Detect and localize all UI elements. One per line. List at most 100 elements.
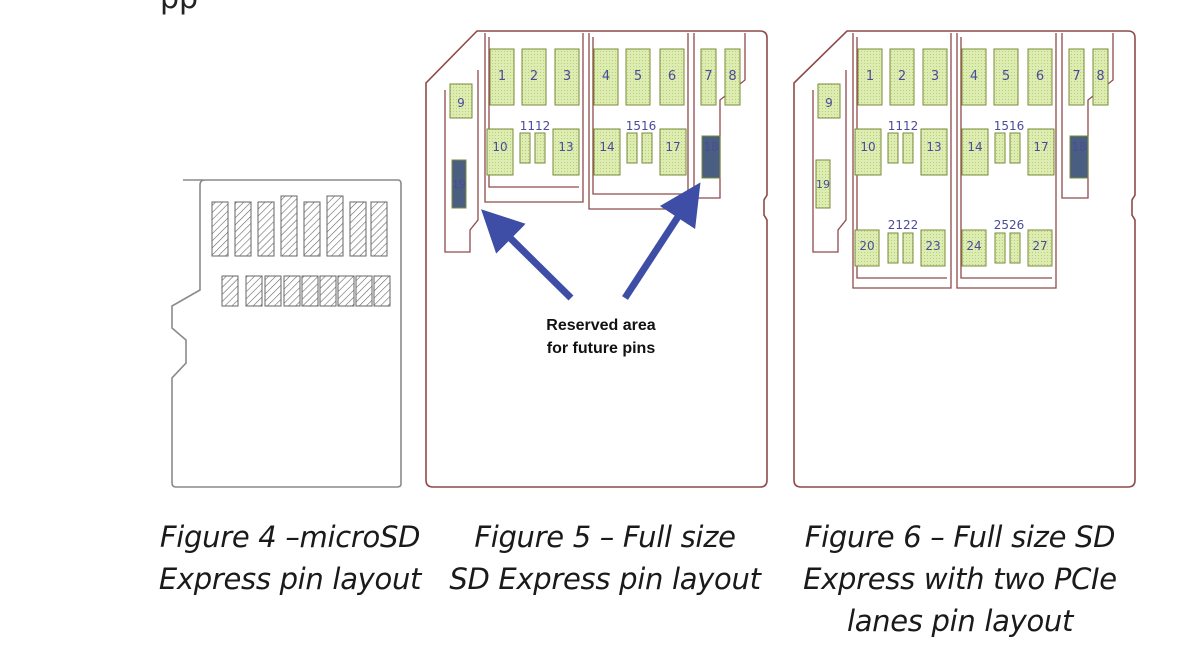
pin-contact xyxy=(451,159,467,209)
pin-number-label: 9 xyxy=(825,96,833,110)
contact-well-outline xyxy=(588,33,689,210)
pin-contact xyxy=(887,232,899,264)
pin-contact xyxy=(817,83,841,119)
pin-number-label: 14 xyxy=(967,140,982,154)
pin-number-label: 4 xyxy=(970,69,978,84)
pin-number-label: 23 xyxy=(925,239,940,253)
reserved-area-label-line2: for future pins xyxy=(547,340,656,357)
pin-number-label: 9 xyxy=(457,96,465,110)
contact-well-outline xyxy=(488,37,579,188)
microsd-bottom-pin xyxy=(337,275,355,307)
contact-well-outline xyxy=(812,70,847,253)
pin-contact xyxy=(489,48,515,106)
pin-number-label: 4 xyxy=(602,69,610,84)
pin-contact xyxy=(1027,48,1053,106)
pin-contact xyxy=(625,48,651,106)
microsd-bottom-pin xyxy=(245,275,263,307)
pin-number-label: 18 xyxy=(703,140,718,154)
contact-well-outline xyxy=(852,33,952,289)
microsd-top-pin xyxy=(303,201,321,257)
microsd-bottom-pin xyxy=(301,275,319,307)
pin-contact xyxy=(519,132,531,164)
microsd-bottom-pin xyxy=(283,275,301,307)
pin-contact xyxy=(902,232,914,264)
pin-contact xyxy=(552,128,580,176)
pin-number-label: 1 xyxy=(498,69,506,84)
pin-number-label: 2 xyxy=(530,69,538,84)
pin-number-label: 3 xyxy=(563,69,571,84)
pin-contact xyxy=(626,132,638,164)
pin-contact xyxy=(961,229,987,267)
pin-contact xyxy=(521,48,547,106)
pin-number-label: 5 xyxy=(634,69,642,84)
sd-express-contact-wells xyxy=(444,33,746,253)
microsd-bottom-pin xyxy=(373,275,391,307)
figure5-caption-line1: Figure 5 – Full size xyxy=(474,520,736,554)
pin-number-label: 1112 xyxy=(888,119,919,133)
pin-contact xyxy=(700,48,717,106)
pin-contact xyxy=(902,132,914,164)
microsd-bottom-pin xyxy=(221,275,239,307)
pin-number-label: 24 xyxy=(966,239,981,253)
pin-number-label: 1516 xyxy=(626,119,657,133)
pin-contact xyxy=(1068,48,1085,106)
figure6-caption: Figure 6 – Full size SD Express with two… xyxy=(790,516,1130,642)
microsd-top-pin xyxy=(280,195,298,257)
pin-contact xyxy=(701,135,721,179)
pin-contact xyxy=(994,132,1006,164)
pin-number-label: 13 xyxy=(558,140,573,154)
microsd-top-pin xyxy=(349,201,367,257)
pin-contact xyxy=(857,48,883,106)
pin-contact xyxy=(1027,229,1053,267)
pin-contact xyxy=(889,48,915,106)
arrow-left xyxy=(481,209,574,301)
pin-contact xyxy=(593,48,619,106)
microsd-top-pin xyxy=(370,201,388,257)
pin-number-label: 10 xyxy=(860,140,875,154)
pin-number-label: 7 xyxy=(704,69,712,84)
pin-number-label: 2122 xyxy=(888,218,919,232)
contact-well-outline xyxy=(444,70,479,253)
microsd-top-pin xyxy=(234,201,252,257)
figure6-caption-line1: Figure 6 – Full size SD xyxy=(804,520,1116,554)
pin-contact xyxy=(887,132,899,164)
pin-contact xyxy=(1027,128,1055,176)
contact-well-outline xyxy=(856,37,947,279)
pin-number-label: 5 xyxy=(1002,69,1010,84)
figure6-caption-line3: lanes pin layout xyxy=(846,604,1074,638)
pin-contact xyxy=(815,159,831,209)
pin-contact xyxy=(486,128,514,176)
pin-number-label: 3 xyxy=(931,69,939,84)
microsd-bottom-pin xyxy=(264,275,282,307)
microsd-outline xyxy=(171,179,402,488)
pin-number-label: 6 xyxy=(668,69,676,84)
pin-contact xyxy=(659,48,685,106)
pin-number-label: 2 xyxy=(898,69,906,84)
pin-contact xyxy=(922,48,948,106)
contact-well-outline xyxy=(956,33,1057,289)
pin-number-label: 1 xyxy=(866,69,874,84)
pin-number-label: 19 xyxy=(452,178,466,191)
pin-contact xyxy=(994,232,1006,264)
reserved-area-label-line1: Reserved area xyxy=(546,317,656,334)
pin-contact xyxy=(854,229,880,267)
pin-contact xyxy=(920,229,946,267)
top-text-fragment: pp xyxy=(160,0,198,16)
pin-number-label: 13 xyxy=(926,140,941,154)
pin-contact xyxy=(1069,135,1089,179)
pin-number-label: 8 xyxy=(1096,69,1104,84)
pin-contact xyxy=(961,128,989,176)
figure4-caption: Figure 4 –microSD Express pin layout xyxy=(140,516,440,600)
pin-number-label: 17 xyxy=(1033,140,1048,154)
figure4-caption-line1: Figure 4 –microSD xyxy=(159,520,421,554)
figure5-caption-line2: SD Express pin layout xyxy=(449,562,761,596)
contact-well-outline xyxy=(960,37,1052,279)
microsd-bottom-pin xyxy=(319,275,337,307)
pin-number-label: 6 xyxy=(1036,69,1044,84)
contact-well-outline xyxy=(592,37,684,195)
